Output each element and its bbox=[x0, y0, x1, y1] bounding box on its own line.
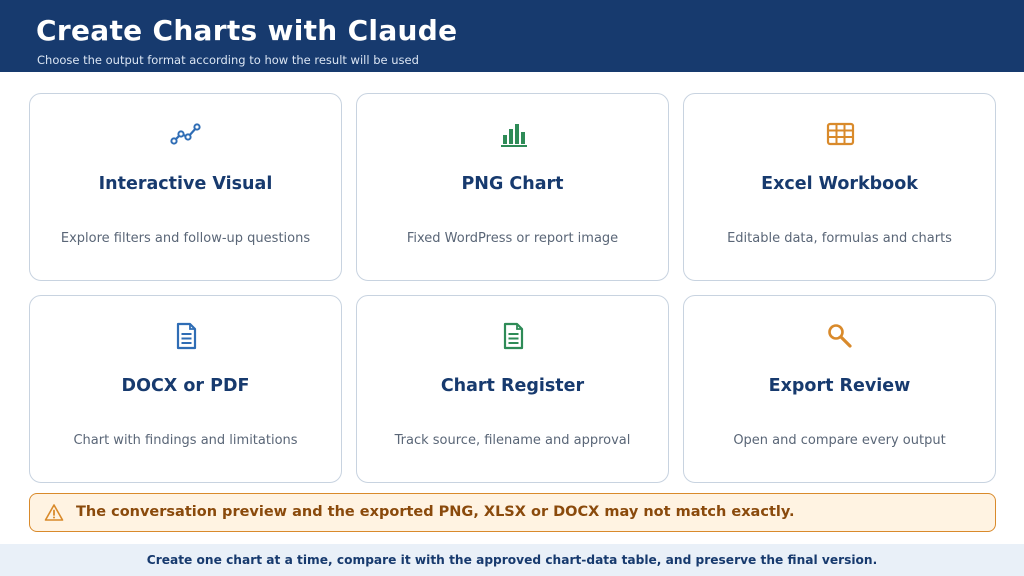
card-title: Export Review bbox=[768, 376, 911, 396]
card-description: Editable data, formulas and charts bbox=[727, 231, 952, 246]
page-title: Create Charts with Claude bbox=[36, 14, 458, 47]
warning-icon bbox=[44, 503, 64, 523]
line-chart-icon bbox=[169, 118, 202, 150]
card-description: Open and compare every output bbox=[733, 433, 946, 448]
card-description: Fixed WordPress or report image bbox=[406, 231, 619, 246]
card-title: DOCX or PDF bbox=[121, 376, 250, 396]
option-card-png-chart[interactable]: PNG Chart Fixed WordPress or report imag… bbox=[356, 93, 669, 281]
card-title: Excel Workbook bbox=[761, 174, 918, 194]
footer-bar: Create one chart at a time, compare it w… bbox=[0, 544, 1024, 576]
warning-banner: The conversation preview and the exporte… bbox=[29, 493, 996, 532]
option-card-chart-register[interactable]: Chart Register Track source, filename an… bbox=[356, 295, 669, 483]
footer-text: Create one chart at a time, compare it w… bbox=[146, 553, 878, 567]
card-description: Explore filters and follow-up questions bbox=[60, 231, 311, 246]
page-subtitle: Choose the output format according to ho… bbox=[37, 53, 419, 67]
card-title: PNG Chart bbox=[461, 174, 564, 194]
option-card-docx-or-pdf[interactable]: DOCX or PDF Chart with findings and limi… bbox=[29, 295, 342, 483]
warning-text: The conversation preview and the exporte… bbox=[76, 504, 795, 520]
document-icon bbox=[170, 320, 202, 352]
card-description: Track source, filename and approval bbox=[394, 433, 631, 448]
option-card-export-review[interactable]: Export Review Open and compare every out… bbox=[683, 295, 996, 483]
format-options-grid: Interactive Visual Explore filters and f… bbox=[29, 93, 996, 483]
page-header: Create Charts with Claude Choose the out… bbox=[0, 0, 1024, 72]
table-icon bbox=[824, 118, 856, 150]
magnifier-icon bbox=[824, 320, 856, 352]
card-title: Interactive Visual bbox=[98, 174, 273, 194]
register-icon bbox=[497, 320, 529, 352]
option-card-excel-workbook[interactable]: Excel Workbook Editable data, formulas a… bbox=[683, 93, 996, 281]
card-title: Chart Register bbox=[440, 376, 585, 396]
bar-chart-icon bbox=[497, 118, 529, 150]
option-card-interactive-visual[interactable]: Interactive Visual Explore filters and f… bbox=[29, 93, 342, 281]
card-description: Chart with findings and limitations bbox=[73, 433, 298, 448]
